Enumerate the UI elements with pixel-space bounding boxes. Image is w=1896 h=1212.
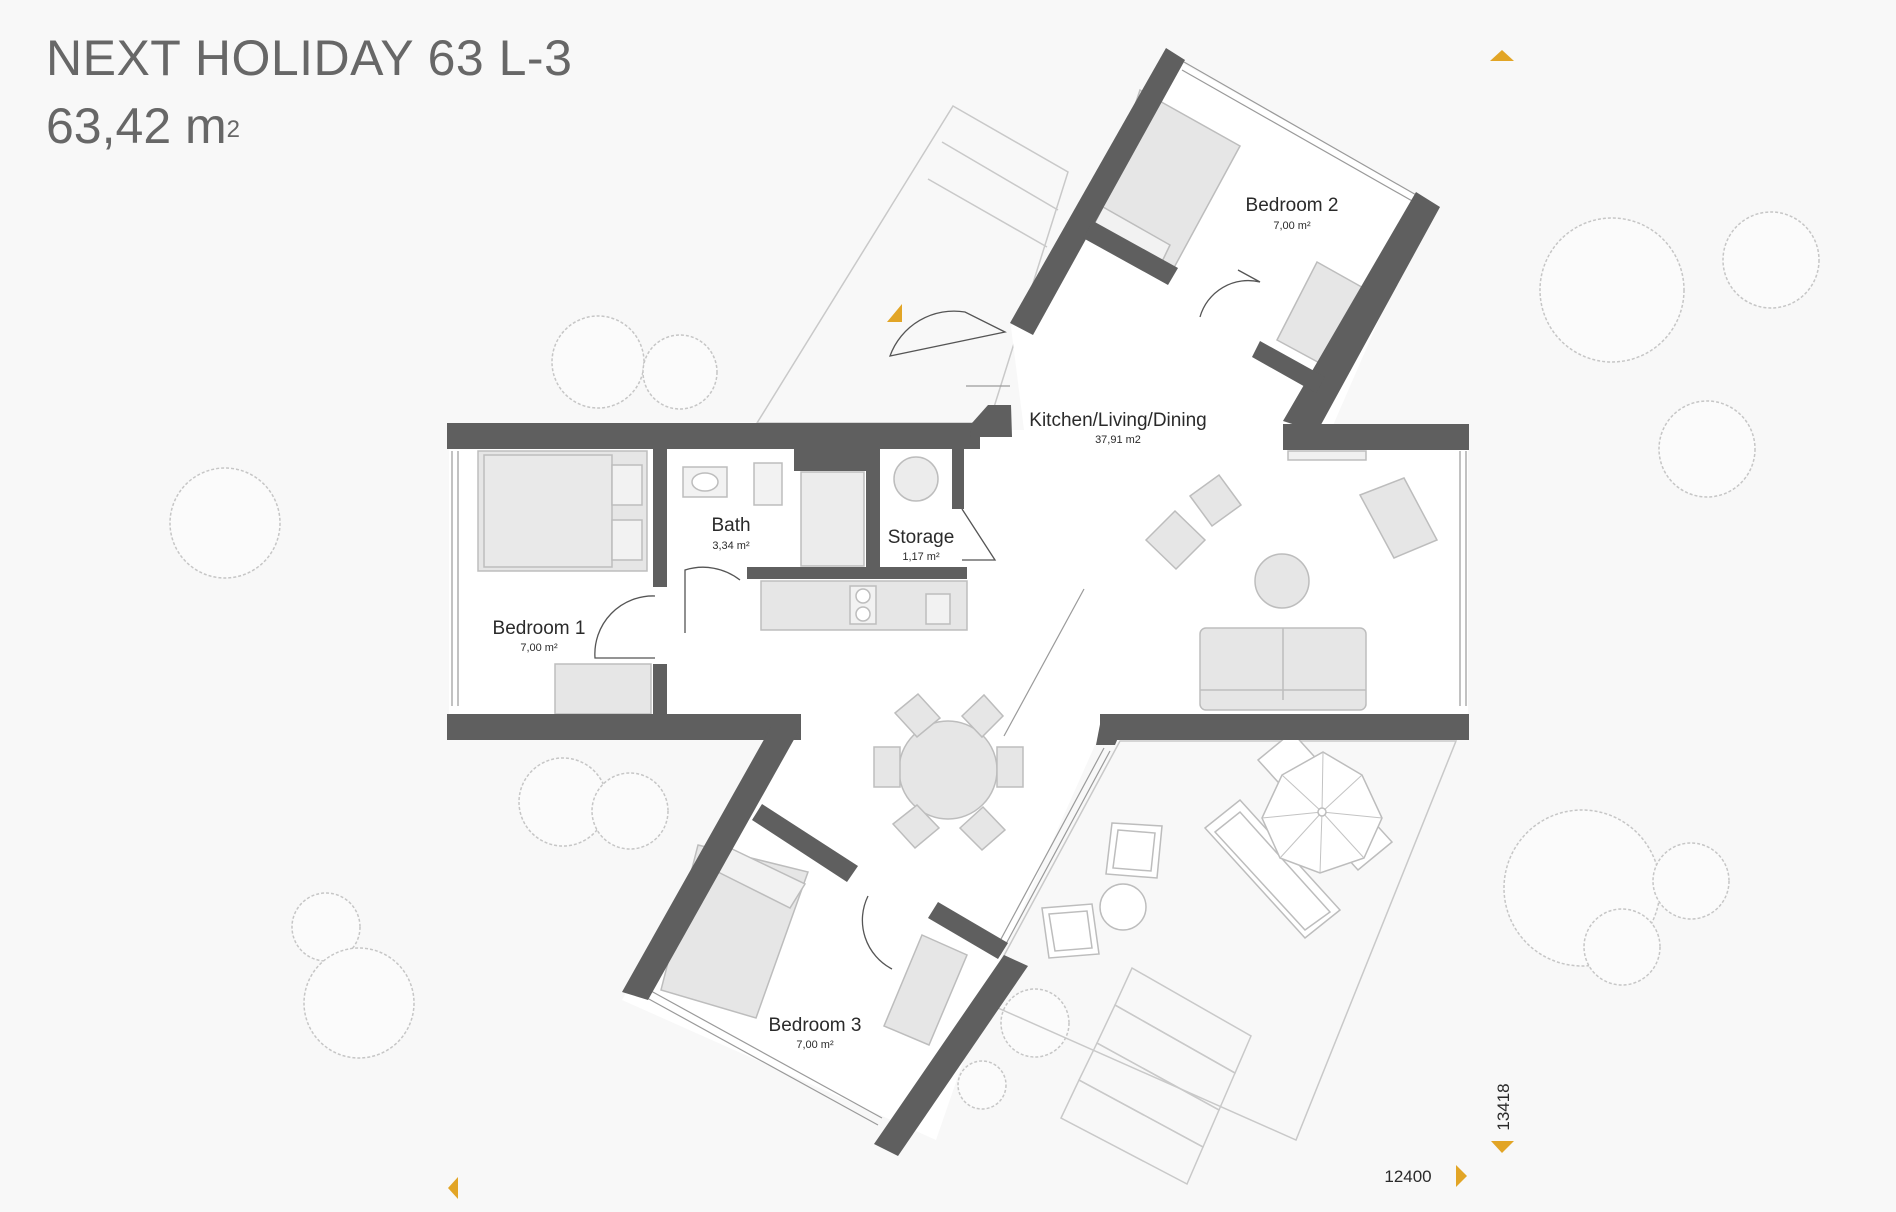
wall bbox=[970, 405, 1012, 437]
room-name-bedroom-1: Bedroom 1 bbox=[493, 618, 586, 639]
wall bbox=[447, 714, 801, 740]
wall bbox=[1096, 714, 1128, 745]
pillow bbox=[611, 519, 643, 561]
trees bbox=[169, 211, 1820, 1110]
tree bbox=[303, 947, 415, 1059]
door-bedroom-2 bbox=[1199, 269, 1261, 318]
tree bbox=[551, 315, 645, 409]
wall bbox=[1010, 48, 1185, 335]
tree bbox=[1583, 908, 1661, 986]
wall bbox=[747, 567, 967, 579]
tree bbox=[1658, 400, 1756, 498]
floor-cushion bbox=[1144, 509, 1207, 571]
room-area-bedroom-3: 7,00 m² bbox=[796, 1039, 834, 1051]
kitchen-sink bbox=[925, 593, 951, 625]
total-area: 63,42 m2 bbox=[46, 98, 240, 154]
room-name-bedroom-3: Bedroom 3 bbox=[769, 1015, 862, 1036]
coffee-table bbox=[1254, 553, 1310, 609]
room-area-kitchen-living-dining: 37,91 m2 bbox=[1095, 434, 1141, 446]
door-bedroom-3 bbox=[861, 895, 893, 970]
wall bbox=[1083, 221, 1178, 285]
north-marker-icon bbox=[1490, 50, 1514, 61]
entrance-door bbox=[888, 310, 1007, 357]
wall bbox=[1283, 192, 1440, 432]
room-name-bath: Bath bbox=[711, 515, 750, 536]
room-area-bedroom-2: 7,00 m² bbox=[1273, 220, 1311, 232]
outdoor-table bbox=[1099, 883, 1147, 931]
wall bbox=[1252, 341, 1325, 393]
wall bbox=[866, 449, 880, 567]
dining-chair bbox=[960, 693, 1005, 739]
wall bbox=[622, 727, 801, 1000]
doors bbox=[594, 269, 1261, 970]
wall bbox=[1283, 424, 1469, 450]
wall bbox=[653, 449, 667, 571]
parasol-ribs bbox=[1261, 751, 1383, 874]
tree bbox=[591, 772, 669, 850]
dining-chair bbox=[958, 805, 1007, 852]
dining-chair bbox=[996, 746, 1024, 788]
tree bbox=[1722, 211, 1820, 309]
markers bbox=[448, 50, 1514, 1199]
interior-furniture bbox=[477, 88, 1439, 1046]
window-sill bbox=[1287, 450, 1367, 461]
walls bbox=[447, 48, 1469, 1156]
wall bbox=[794, 423, 876, 471]
entrance-marker-icon bbox=[887, 304, 902, 322]
boiler bbox=[893, 456, 939, 502]
tree bbox=[1652, 842, 1730, 920]
area-unit-superscript: 2 bbox=[226, 116, 241, 143]
door-bath bbox=[684, 566, 741, 633]
bottom-terrace bbox=[978, 740, 1458, 1142]
tree bbox=[642, 334, 718, 410]
room-area-bedroom-1: 7,00 m² bbox=[520, 642, 558, 654]
wall bbox=[447, 423, 980, 449]
room-area-storage: 1,17 m² bbox=[902, 551, 940, 563]
dining-chair bbox=[893, 692, 942, 739]
shower bbox=[800, 471, 865, 567]
wall bbox=[1100, 714, 1469, 740]
toilet bbox=[753, 462, 783, 506]
dining-chair bbox=[873, 746, 901, 788]
wall bbox=[874, 955, 1028, 1156]
door-bedroom-1 bbox=[594, 595, 656, 659]
dimension-height: 13418 bbox=[1494, 1083, 1513, 1130]
floor-cushion bbox=[1188, 473, 1243, 528]
wall bbox=[952, 449, 964, 509]
dimension-width: 12400 bbox=[1384, 1167, 1431, 1186]
door-storage bbox=[961, 508, 997, 561]
outdoor-chair bbox=[1105, 822, 1163, 879]
sun-lounger bbox=[1203, 798, 1342, 940]
left-marker-icon bbox=[448, 1177, 458, 1199]
room-name-kitchen-living-dining: Kitchen/Living/Dining bbox=[1029, 410, 1206, 431]
dining-chair bbox=[891, 803, 941, 850]
down-marker-icon bbox=[1491, 1141, 1514, 1153]
windows bbox=[451, 61, 1467, 1126]
tree bbox=[1539, 217, 1685, 363]
outdoor-chair bbox=[1041, 903, 1100, 959]
room-area-bath: 3,34 m² bbox=[712, 540, 750, 552]
right-marker-icon bbox=[1456, 1165, 1467, 1187]
room-labels: Bedroom 2 7,00 m² Kitchen/Living/Dining … bbox=[493, 195, 1339, 1051]
room-name-storage: Storage bbox=[888, 527, 955, 548]
wardrobe bbox=[883, 934, 968, 1046]
wardrobe bbox=[554, 663, 652, 715]
tree bbox=[957, 1060, 1007, 1110]
total-area-value: 63,42 m bbox=[46, 98, 227, 154]
pillow bbox=[611, 464, 643, 506]
tree bbox=[1000, 988, 1070, 1058]
wall bbox=[752, 804, 858, 882]
tree bbox=[291, 892, 361, 962]
room-name-bedroom-2: Bedroom 2 bbox=[1246, 195, 1339, 216]
wall bbox=[653, 571, 667, 587]
tree bbox=[169, 467, 281, 579]
plan-title: NEXT HOLIDAY 63 L-3 bbox=[46, 30, 573, 86]
wall bbox=[928, 902, 1008, 959]
armchair bbox=[1358, 477, 1439, 559]
outdoor-furniture bbox=[1041, 730, 1394, 959]
wall bbox=[653, 664, 667, 714]
terrace-steps bbox=[1060, 966, 1252, 1186]
